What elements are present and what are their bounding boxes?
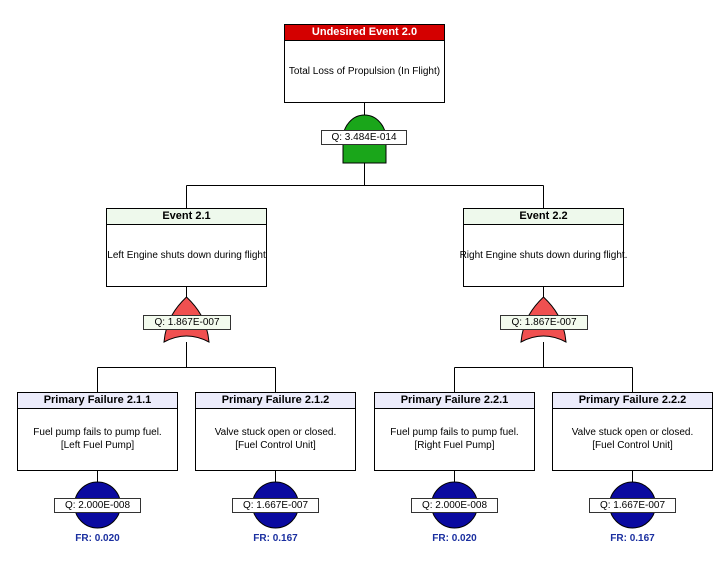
primary-failure-component: [Fuel Control Unit] <box>592 440 673 451</box>
failure-rate-label: FR: 0.020 <box>432 533 477 544</box>
primary-failure-component: [Fuel Control Unit] <box>235 440 316 451</box>
failure-rate-label: FR: 0.167 <box>610 533 655 544</box>
primary-failure-description: Valve stuck open or closed. <box>214 427 337 438</box>
event-gate-probability: Q: 1.867E-007 <box>143 315 231 330</box>
primary-failure-title: Primary Failure 2.1.1 <box>18 393 177 409</box>
primary-failure-description: Fuel pump fails to pump fuel. <box>390 427 519 438</box>
event-gate-probability: Q: 1.867E-007 <box>500 315 588 330</box>
basic-event-probability: Q: 1.667E-007 <box>232 498 319 513</box>
primary-failure-box-2-2-1[interactable]: Primary Failure 2.2.1 Fuel pump fails to… <box>374 392 535 471</box>
top-gate-probability: Q: 3.484E-014 <box>321 130 407 145</box>
primary-failure-component: [Right Fuel Pump] <box>414 440 495 451</box>
primary-failure-description: Fuel pump fails to pump fuel. <box>33 427 162 438</box>
top-event-title: Undesired Event 2.0 <box>285 25 444 41</box>
event-box-2-1[interactable]: Event 2.1 Left Engine shuts down during … <box>106 208 267 287</box>
top-event-box[interactable]: Undesired Event 2.0 Total Loss of Propul… <box>284 24 445 103</box>
basic-event-probability: Q: 1.667E-007 <box>589 498 676 513</box>
primary-failure-component: [Left Fuel Pump] <box>60 440 135 451</box>
basic-event-probability: Q: 2.000E-008 <box>54 498 141 513</box>
failure-rate-label: FR: 0.020 <box>75 533 120 544</box>
basic-event-probability: Q: 2.000E-008 <box>411 498 498 513</box>
primary-failure-title: Primary Failure 2.2.1 <box>375 393 534 409</box>
event-box-2-2[interactable]: Event 2.2 Right Engine shuts down during… <box>460 208 627 287</box>
event-title: Event 2.2 <box>464 209 623 225</box>
primary-failure-box-2-2-2[interactable]: Primary Failure 2.2.2 Valve stuck open o… <box>552 392 713 471</box>
failure-rate-label: FR: 0.167 <box>253 533 298 544</box>
connector-lines <box>97 102 633 482</box>
primary-failure-title: Primary Failure 2.1.2 <box>196 393 355 409</box>
event-title: Event 2.1 <box>107 209 266 225</box>
top-event-description: Total Loss of Propulsion (In Flight) <box>288 65 441 77</box>
event-description: Right Engine shuts down during flight. <box>459 249 628 261</box>
primary-failure-title: Primary Failure 2.2.2 <box>553 393 712 409</box>
primary-failure-box-2-1-1[interactable]: Primary Failure 2.1.1 Fuel pump fails to… <box>17 392 178 471</box>
event-description: Left Engine shuts down during flight <box>107 249 266 261</box>
primary-failure-description: Valve stuck open or closed. <box>571 427 694 438</box>
primary-failure-box-2-1-2[interactable]: Primary Failure 2.1.2 Valve stuck open o… <box>195 392 356 471</box>
